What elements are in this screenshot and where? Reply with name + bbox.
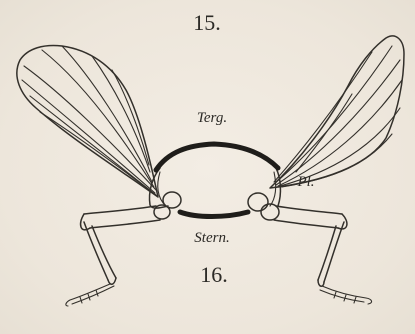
label-sternum: Stern. — [194, 230, 229, 246]
sternum-plate — [180, 212, 248, 217]
label-tergum: Terg. — [197, 110, 227, 126]
left-leg — [66, 192, 181, 306]
thorax-body — [149, 144, 280, 217]
tergum-plate — [156, 144, 278, 170]
right-leg — [248, 193, 372, 304]
label-pleuron: Pl. — [296, 174, 314, 190]
left-wing — [17, 46, 158, 197]
right-wing — [270, 36, 404, 188]
figure-number-15: 15. — [193, 10, 221, 35]
figure-number-16: 16. — [200, 262, 228, 287]
